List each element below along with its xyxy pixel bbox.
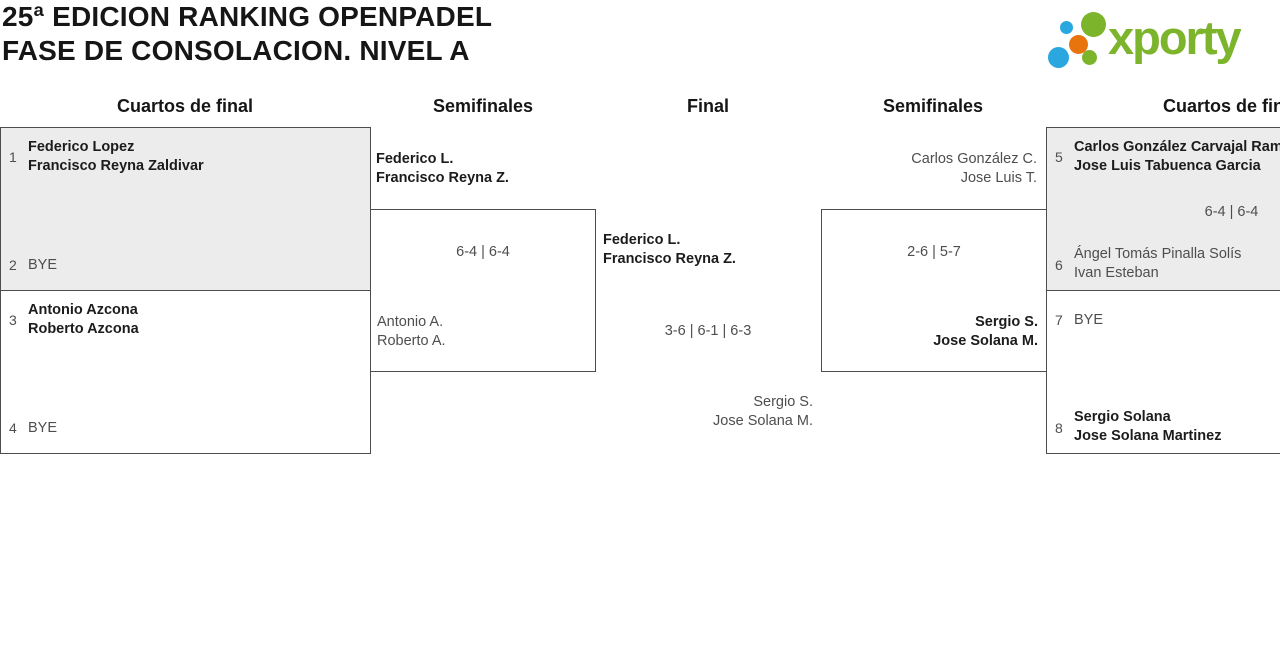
sf-right-loser-label: Carlos González C. Jose Luis T. (911, 150, 1037, 188)
team-pair: Sergio Solana Jose Solana Martinez (1074, 408, 1221, 446)
team-name-line: BYE (28, 420, 58, 436)
seed-number: 1 (9, 149, 17, 165)
team-name-line: Ángel Tomás Pinalla Solís (1074, 246, 1242, 262)
team-name-line: Jose Solana M. (713, 413, 813, 429)
team-name-line: Francisco Reyna Zaldivar (28, 158, 204, 174)
seed-number: 4 (9, 420, 17, 436)
logo-dot-green-small-icon (1082, 50, 1097, 65)
team-name-line: Sergio S. (975, 314, 1038, 330)
logo-wordmark: xporty (1108, 11, 1242, 64)
team-name-line: Antonio A. (377, 314, 444, 330)
final-loser-label: Sergio S. Jose Solana M. (713, 393, 813, 431)
match-score: 6-4 | 6-4 (1204, 204, 1259, 220)
team-name-line: BYE (1074, 312, 1104, 328)
seed-number: 6 (1055, 257, 1063, 273)
round-header-quarterfinals-left: Cuartos de final (116, 96, 254, 116)
seed-number: 8 (1055, 420, 1063, 436)
team-name-line: Roberto A. (377, 333, 446, 349)
logo-dot-green-large-icon (1081, 12, 1106, 37)
logo-dot-blue-large-icon (1048, 47, 1069, 68)
team-name-line: Jose Solana M. (933, 333, 1038, 349)
tournament-title-line2: FASE DE CONSOLACION. NIVEL A (2, 35, 470, 66)
team-pair: Antonio Azcona Roberto Azcona (28, 301, 139, 339)
seed-number: 5 (1055, 149, 1063, 165)
final-winner-label: Federico L. Francisco Reyna Z. (603, 231, 736, 269)
match-qf-left-2[interactable]: 3 Antonio Azcona Roberto Azcona 4 BYE (0, 290, 371, 454)
team-pair: Ángel Tomás Pinalla Solís Ivan Esteban (1074, 245, 1241, 283)
seed-number: 3 (9, 312, 17, 328)
round-header-final: Final (686, 96, 729, 116)
final-score: 3-6 | 6-1 | 6-3 (664, 323, 752, 339)
team-name-line: Ivan Esteban (1074, 265, 1159, 281)
team-name-line: Sergio Solana (1074, 409, 1171, 425)
match-qf-right-1[interactable]: 5 Carlos González Carvajal Ram Jose Luis… (1046, 127, 1280, 291)
team-pair: BYE (1074, 311, 1103, 330)
team-name-line: Federico L. (376, 151, 454, 167)
logo-dot-orange-icon (1069, 35, 1088, 54)
team-name-line: Jose Luis T. (960, 170, 1037, 186)
seed-number: 2 (9, 257, 17, 273)
team-name-line: Jose Solana Martinez (1074, 428, 1222, 444)
team-pair: BYE (28, 256, 57, 275)
match-qf-left-1[interactable]: 1 Federico Lopez Francisco Reyna Zaldiva… (0, 127, 371, 291)
round-header-semifinals-left: Semifinales (432, 96, 534, 116)
match-sf-left[interactable]: 6-4 | 6-4 Antonio A. Roberto A. (370, 209, 596, 372)
match-qf-right-2[interactable]: 7 BYE 8 Sergio Solana Jose Solana Martin… (1046, 290, 1280, 454)
team-name-line: Federico L. (603, 232, 681, 248)
logo-dot-blue-small-icon (1060, 21, 1073, 34)
team-name-line: Roberto Azcona (28, 321, 139, 337)
round-header-quarterfinals-right: Cuartos de final (1162, 96, 1280, 116)
team-name-line: Sergio S. (753, 394, 813, 410)
team-name-line: BYE (28, 257, 58, 273)
tournament-title: 25ª EDICION RANKING OPENPADEL FASE DE CO… (2, 0, 492, 68)
team-pair: BYE (28, 419, 57, 438)
team-pair: Antonio A. Roberto A. (377, 313, 446, 351)
team-name-line: Carlos González C. (911, 151, 1037, 167)
team-name-line: Federico Lopez (28, 139, 135, 155)
tournament-title-line1: 25ª EDICION RANKING OPENPADEL (2, 1, 493, 32)
match-score: 2-6 | 5-7 (907, 244, 961, 260)
team-pair: Carlos González Carvajal Ram Jose Luis T… (1074, 138, 1280, 176)
sf-left-winner-label: Federico L. Francisco Reyna Z. (376, 150, 509, 188)
team-name-line: Francisco Reyna Z. (376, 170, 509, 186)
team-name-line: Antonio Azcona (28, 302, 138, 318)
round-header-semifinals-right: Semifinales (882, 96, 984, 116)
team-name-line: Jose Luis Tabuenca Garcia (1074, 158, 1261, 174)
seed-number: 7 (1055, 312, 1063, 328)
team-name-line: Carlos González Carvajal Ram (1074, 139, 1280, 155)
team-name-line: Francisco Reyna Z. (603, 251, 736, 267)
team-pair: Federico Lopez Francisco Reyna Zaldivar (28, 138, 204, 176)
team-pair: Sergio S. Jose Solana M. (832, 313, 1038, 351)
match-sf-right[interactable]: 2-6 | 5-7 Sergio S. Jose Solana M. (821, 209, 1047, 372)
xporty-logo[interactable]: xporty (1046, 7, 1280, 71)
match-score: 6-4 | 6-4 (456, 244, 510, 260)
